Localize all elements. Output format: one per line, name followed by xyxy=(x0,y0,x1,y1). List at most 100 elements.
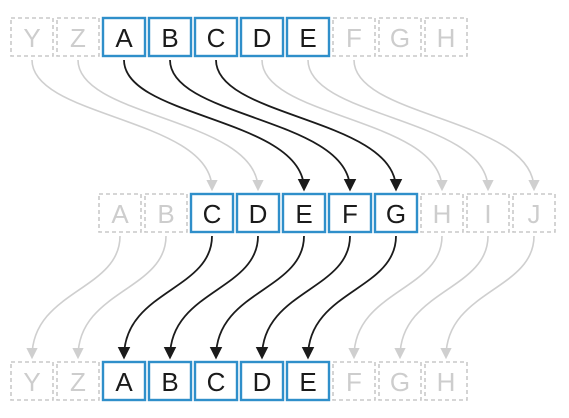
letter-cell: A xyxy=(101,360,147,402)
cell-letter: C xyxy=(207,23,226,53)
cell-box-faded xyxy=(98,193,142,233)
letter-cell: F xyxy=(332,361,376,401)
cell-box-faded xyxy=(420,193,464,233)
shift-arrow-active xyxy=(215,59,403,192)
letter-cell: D xyxy=(239,16,285,58)
cell-letter: E xyxy=(299,367,316,397)
cell-letter: I xyxy=(484,199,491,229)
cell-letter: B xyxy=(157,199,174,229)
cell-box-faded xyxy=(10,17,54,57)
cell-letter: G xyxy=(390,23,410,53)
cell-letter: F xyxy=(342,199,358,229)
cell-box-active xyxy=(373,192,419,234)
cell-letter: E xyxy=(299,23,316,53)
cell-letter: C xyxy=(203,199,222,229)
shift-arrow-active xyxy=(169,59,357,192)
letter-cell: Z xyxy=(56,17,100,57)
cell-letter: Z xyxy=(70,23,86,53)
letter-cell: A xyxy=(98,193,142,233)
cell-box-faded xyxy=(56,17,100,57)
cell-box-active xyxy=(285,16,331,58)
letter-cell: J xyxy=(512,193,556,233)
letter-cell: G xyxy=(373,192,419,234)
cell-letter: J xyxy=(528,199,541,229)
cell-box-faded xyxy=(378,17,422,57)
cell-letter: G xyxy=(386,199,406,229)
shift-arrow-faded xyxy=(72,235,167,360)
cell-box-active xyxy=(239,360,285,402)
cell-letter: G xyxy=(390,367,410,397)
letter-cell: A xyxy=(101,16,147,58)
cell-box-active xyxy=(101,360,147,402)
cell-box-active xyxy=(189,192,235,234)
shift-arrow-active xyxy=(123,59,311,192)
shift-arrow-faded xyxy=(307,59,494,192)
cell-letter: F xyxy=(346,23,362,53)
cell-letter: E xyxy=(295,199,312,229)
cell-box-active xyxy=(327,192,373,234)
cell-box-faded xyxy=(378,361,422,401)
cell-letter: F xyxy=(346,367,362,397)
shift-arrow-active xyxy=(301,235,397,360)
letter-cell: C xyxy=(189,192,235,234)
cell-letter: Z xyxy=(70,367,86,397)
shift-arrows xyxy=(26,235,535,360)
cell-letter: B xyxy=(161,367,178,397)
letter-cell: B xyxy=(147,16,193,58)
shift-arrow-faded xyxy=(26,235,121,360)
letter-cell: E xyxy=(281,192,327,234)
letter-cell: C xyxy=(193,16,239,58)
cell-box-faded xyxy=(424,361,468,401)
shift-arrow-active xyxy=(163,235,259,360)
shift-arrow-faded xyxy=(353,59,540,192)
cell-box-faded xyxy=(56,361,100,401)
cell-letter: B xyxy=(161,23,178,53)
cell-letter: H xyxy=(437,23,456,53)
cell-letter: D xyxy=(253,367,272,397)
cell-letter: H xyxy=(437,367,456,397)
letter-cell: H xyxy=(424,17,468,57)
letter-cell: F xyxy=(332,17,376,57)
cell-box-active xyxy=(281,192,327,234)
cell-letter: D xyxy=(253,23,272,53)
cell-box-active xyxy=(147,16,193,58)
shift-arrow-faded xyxy=(440,235,535,360)
letter-cell: H xyxy=(420,193,464,233)
letter-cell: Y xyxy=(10,361,54,401)
shift-arrows xyxy=(31,59,540,192)
cell-box-active xyxy=(285,360,331,402)
shift-arrow-active xyxy=(255,235,351,360)
cell-letter: D xyxy=(249,199,268,229)
shift-arrow-faded xyxy=(31,59,218,192)
shift-arrow-active xyxy=(209,235,305,360)
cell-box-faded xyxy=(512,193,556,233)
letter-cell: G xyxy=(378,361,422,401)
cell-letter: H xyxy=(433,199,452,229)
cell-box-faded xyxy=(332,361,376,401)
letter-cell: F xyxy=(327,192,373,234)
shift-arrow-faded xyxy=(348,235,443,360)
cell-box-faded xyxy=(144,193,188,233)
letter-cell: B xyxy=(144,193,188,233)
letter-cell: Y xyxy=(10,17,54,57)
cell-box-active xyxy=(101,16,147,58)
cell-box-active xyxy=(193,16,239,58)
cell-box-faded xyxy=(10,361,54,401)
letter-cell: E xyxy=(285,360,331,402)
letter-cell: G xyxy=(378,17,422,57)
arrows-layer xyxy=(26,59,540,360)
cell-box-active xyxy=(147,360,193,402)
cell-letter: A xyxy=(111,199,129,229)
cell-letter: A xyxy=(115,23,133,53)
letter-cell: E xyxy=(285,16,331,58)
letter-cell: D xyxy=(235,192,281,234)
cell-box-faded xyxy=(466,193,510,233)
cell-box-faded xyxy=(424,17,468,57)
letter-cell: Z xyxy=(56,361,100,401)
cell-letter: Y xyxy=(23,23,40,53)
